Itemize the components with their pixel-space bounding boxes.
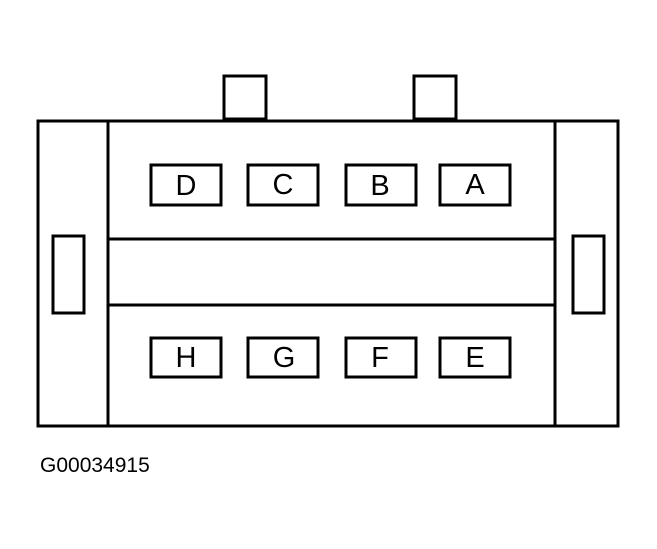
right-lock-window [571, 234, 606, 315]
terminal-label: C [273, 169, 294, 201]
connector-body [36, 119, 620, 428]
terminal-label: H [176, 342, 197, 374]
figure-id: G00034915 [40, 454, 150, 477]
latch-tab-right [412, 74, 458, 121]
terminal-label: B [370, 170, 389, 202]
terminal-label: D [176, 170, 197, 202]
terminal-c: C [246, 163, 320, 207]
terminal-f: F [344, 336, 418, 379]
terminal-a: A [438, 163, 512, 207]
latch-tab-left [222, 74, 268, 121]
terminal-label: G [273, 342, 296, 374]
terminal-b: B [344, 163, 418, 207]
terminal-d: D [149, 163, 223, 207]
terminal-label: A [465, 169, 485, 201]
upper-cavity [106, 121, 557, 241]
left-lock-window [51, 234, 86, 315]
terminal-label: E [465, 342, 484, 374]
terminal-label: F [371, 342, 389, 374]
lower-cavity [106, 303, 557, 426]
terminal-g: G [246, 336, 320, 379]
terminal-h: H [149, 336, 223, 379]
terminal-e: E [438, 336, 512, 379]
